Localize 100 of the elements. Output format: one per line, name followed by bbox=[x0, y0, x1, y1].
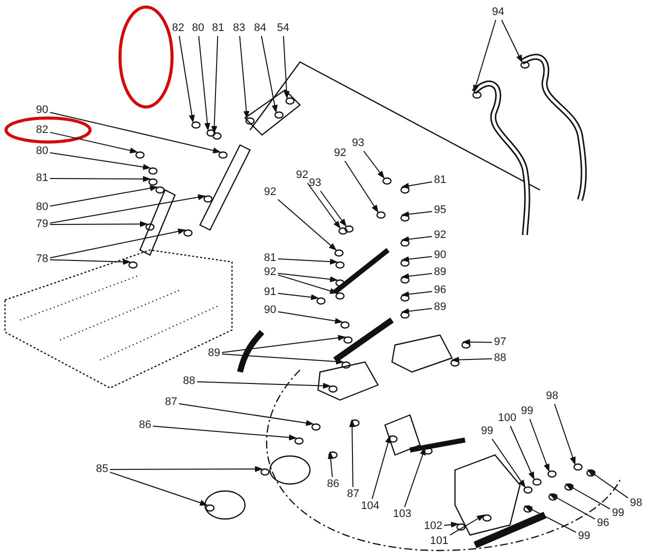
callout-number: 90 bbox=[36, 104, 48, 116]
leader-line bbox=[50, 258, 131, 265]
leader-line bbox=[239, 36, 250, 119]
callout-number: 87 bbox=[165, 396, 178, 408]
leader-line bbox=[401, 290, 432, 298]
leader-line bbox=[401, 210, 432, 218]
leader-line bbox=[401, 272, 432, 280]
leader-line bbox=[152, 426, 297, 440]
leader-line bbox=[320, 190, 347, 227]
leader-line bbox=[450, 514, 485, 536]
leader-line bbox=[178, 403, 314, 426]
callout-number: 88 bbox=[494, 352, 506, 364]
leader-line bbox=[328, 451, 334, 478]
callout-number: 88 bbox=[183, 374, 196, 388]
leader-line bbox=[260, 36, 278, 113]
leader-line bbox=[401, 256, 432, 262]
callout-number: 79 bbox=[36, 218, 48, 230]
leader-line bbox=[401, 236, 432, 242]
callout-number: 86 bbox=[139, 418, 152, 432]
leader-line bbox=[587, 469, 628, 498]
leader-line bbox=[222, 334, 346, 353]
callout-number: 93 bbox=[309, 176, 322, 190]
callout-number: 83 bbox=[233, 22, 246, 34]
callout-number: 99 bbox=[612, 506, 624, 520]
callout-number: 89 bbox=[208, 346, 220, 360]
leader-line bbox=[401, 308, 432, 314]
leader-line bbox=[50, 176, 151, 182]
callout-number: 92 bbox=[264, 266, 276, 278]
callout-number: 81 bbox=[264, 252, 276, 264]
callout-number: 89 bbox=[434, 266, 446, 278]
leader-line bbox=[401, 181, 432, 189]
callout-number: 97 bbox=[494, 336, 506, 348]
callout-number: 100 bbox=[498, 412, 516, 424]
callout-number: 93 bbox=[352, 136, 364, 150]
callout-number: 80 bbox=[192, 22, 204, 34]
leader-line bbox=[306, 182, 341, 229]
leader-line bbox=[110, 466, 263, 472]
leader-line bbox=[110, 472, 208, 506]
leader-line bbox=[404, 447, 426, 508]
callout-number: 54 bbox=[277, 22, 290, 34]
leader-line bbox=[510, 426, 534, 480]
leader-line bbox=[565, 484, 610, 510]
callout-number: 90 bbox=[264, 304, 276, 316]
callout-number: 80 bbox=[36, 200, 48, 214]
leader-line bbox=[222, 354, 344, 365]
leader-line bbox=[529, 418, 550, 472]
callout-number: 82 bbox=[36, 124, 48, 136]
callout-number: 81 bbox=[434, 174, 446, 186]
leader-line bbox=[278, 274, 338, 294]
callout-number: 96 bbox=[434, 284, 446, 296]
callout-number: 102 bbox=[424, 520, 442, 532]
leader-line bbox=[278, 292, 319, 300]
leader-line bbox=[554, 404, 576, 465]
callout-number: 99 bbox=[481, 424, 494, 438]
callout-number: 81 bbox=[212, 22, 224, 34]
callout-number: 94 bbox=[492, 6, 504, 18]
leader-line bbox=[50, 194, 206, 224]
leader-line bbox=[451, 356, 492, 363]
leader-line bbox=[196, 381, 331, 389]
callout-number: 86 bbox=[327, 478, 340, 490]
callout-number: 84 bbox=[254, 22, 266, 34]
leader-line bbox=[50, 185, 158, 207]
leader-line bbox=[282, 36, 290, 99]
leader-line bbox=[278, 272, 338, 282]
leader-line bbox=[278, 311, 343, 324]
callout-number: 92 bbox=[264, 186, 276, 198]
leader-line bbox=[50, 221, 148, 228]
callout-number: 81 bbox=[36, 172, 48, 184]
leader-line bbox=[50, 112, 221, 154]
leader-line bbox=[278, 258, 338, 265]
callout-number: 104 bbox=[361, 500, 380, 512]
callout-number: 95 bbox=[434, 204, 446, 216]
callout-number: 78 bbox=[36, 252, 48, 266]
leader-line bbox=[473, 20, 496, 93]
callout-number: 82 bbox=[172, 22, 184, 34]
callout-number: 96 bbox=[597, 516, 610, 530]
leader-line bbox=[211, 36, 218, 134]
leader-line bbox=[549, 494, 596, 520]
callout-number: 98 bbox=[546, 390, 558, 402]
leader-line bbox=[363, 150, 385, 179]
leader-line bbox=[50, 152, 151, 170]
callout-number: 92 bbox=[434, 228, 446, 242]
leader-line bbox=[50, 132, 138, 154]
leader-line bbox=[278, 198, 337, 251]
leader-line bbox=[178, 36, 195, 123]
callout-number: 87 bbox=[347, 488, 360, 500]
callout-number: 90 bbox=[434, 248, 446, 262]
callout-number: 92 bbox=[296, 168, 308, 182]
leader-line bbox=[492, 438, 526, 488]
leader-line bbox=[372, 435, 391, 500]
leader-line bbox=[344, 160, 379, 213]
callout-number: 99 bbox=[521, 404, 534, 418]
leader-line bbox=[444, 522, 459, 528]
callout-number: 103 bbox=[393, 508, 412, 520]
callout-number: 101 bbox=[430, 534, 448, 548]
leader-line bbox=[524, 506, 576, 533]
leader-line bbox=[462, 339, 492, 346]
leader-line bbox=[198, 36, 210, 131]
callout-number: 91 bbox=[264, 286, 276, 298]
callout-number: 98 bbox=[630, 496, 642, 510]
